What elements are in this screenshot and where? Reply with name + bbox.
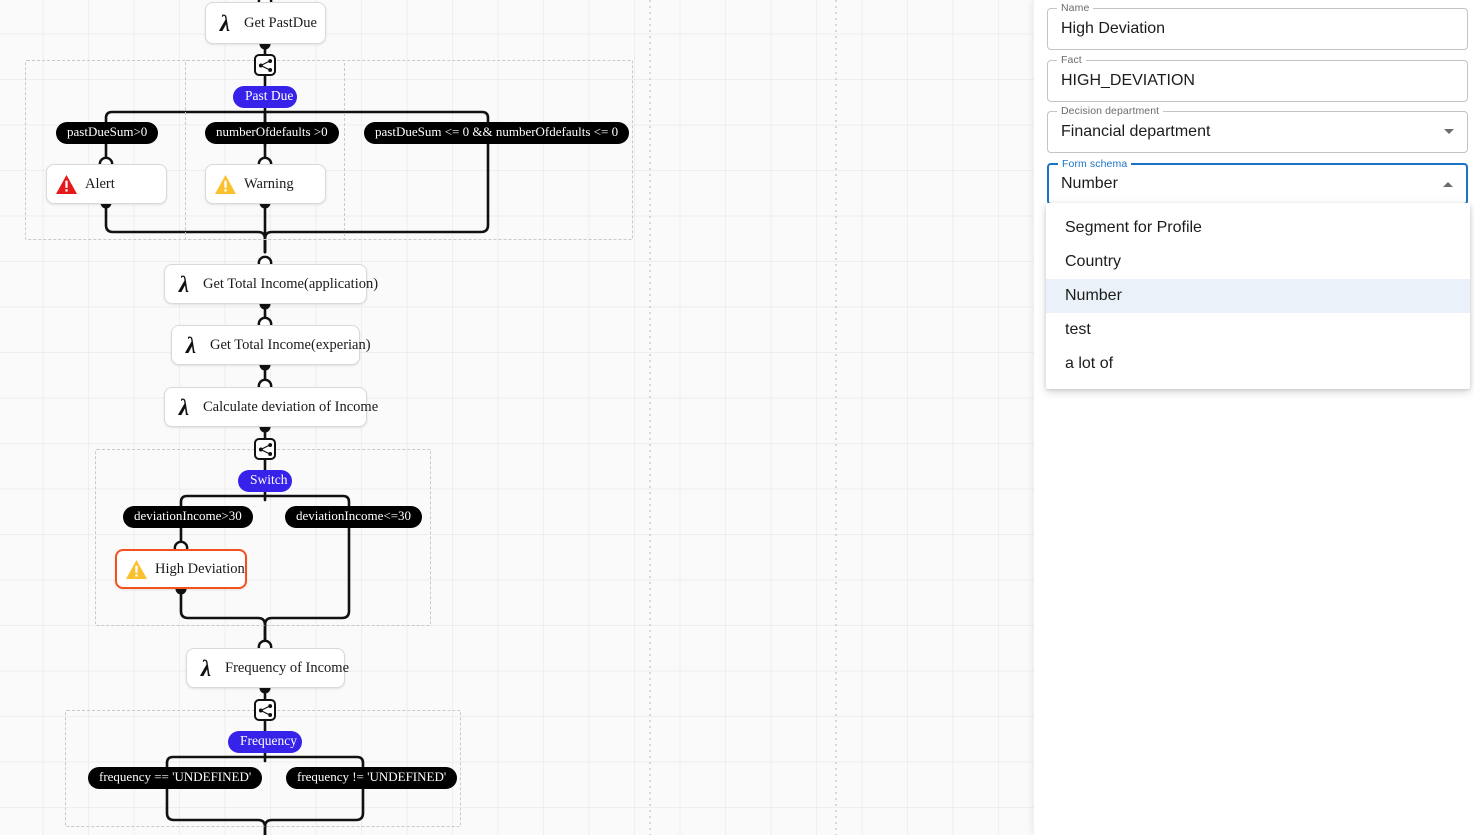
switch-pill-label: Frequency <box>240 733 297 748</box>
dropdown-option[interactable]: Country <box>1046 245 1470 279</box>
share-branch-icon <box>258 58 272 72</box>
chevron-up-icon[interactable] <box>1443 182 1453 187</box>
condition-chip[interactable]: numberOfdefaults >0 <box>205 122 339 144</box>
form-schema-select[interactable]: Form schema Number <box>1047 158 1468 205</box>
condition-chip[interactable]: deviationIncome>30 <box>123 506 253 528</box>
switch-pill-label: Past Due <box>245 88 294 103</box>
node-get-pastdue[interactable]: λ Get PastDue <box>205 2 326 44</box>
node-label: Warning <box>244 175 294 192</box>
switch-pill-past-due[interactable]: Past Due <box>233 86 297 108</box>
lambda-icon: λ <box>185 332 197 358</box>
condition-chip[interactable]: pastDueSum>0 <box>56 122 159 144</box>
dropdown-option-label: Number <box>1065 287 1122 304</box>
node-high-deviation[interactable]: High Deviation <box>115 549 247 589</box>
dropdown-option[interactable]: a lot of <box>1046 347 1470 381</box>
name-field-label: Name <box>1057 2 1094 14</box>
condition-label: numberOfdefaults >0 <box>216 124 328 139</box>
condition-label: frequency == 'UNDEFINED' <box>99 769 252 784</box>
decision-department-select[interactable]: Decision department Financial department <box>1047 105 1468 153</box>
dropdown-option-label: Segment for Profile <box>1065 219 1202 236</box>
node-label: Get Total Income(application) <box>203 275 379 292</box>
condition-chip[interactable]: deviationIncome<=30 <box>285 506 423 528</box>
node-alert[interactable]: Alert <box>46 164 167 204</box>
form-schema-label: Form schema <box>1058 158 1132 170</box>
share-branch-icon <box>258 703 272 717</box>
dropdown-option-label: test <box>1065 321 1091 338</box>
chevron-down-icon[interactable] <box>1444 129 1454 134</box>
condition-chip[interactable]: pastDueSum <= 0 && numberOfdefaults <= 0 <box>364 122 630 144</box>
name-field[interactable]: Name High Deviation <box>1047 2 1468 50</box>
node-get-total-income-application[interactable]: λ Get Total Income(application) <box>164 264 378 304</box>
branch-icon[interactable] <box>254 54 276 76</box>
warning-icon <box>117 559 155 580</box>
lambda-icon: λ <box>178 271 190 297</box>
condition-chip[interactable]: frequency == 'UNDEFINED' <box>88 767 263 789</box>
dropdown-option-label: Country <box>1065 253 1122 270</box>
condition-label: frequency != 'UNDEFINED' <box>297 769 447 784</box>
lambda-icon: λ <box>200 655 212 681</box>
switch-pill-switch[interactable]: Switch <box>238 470 292 492</box>
condition-label: deviationIncome>30 <box>134 508 242 523</box>
node-calculate-deviation-of-income[interactable]: λ Calculate deviation of Income <box>164 387 378 427</box>
warning-icon <box>206 174 244 195</box>
node-label: Get PastDue <box>244 14 317 31</box>
properties-panel: Name High Deviation Fact HIGH_DEVIATION … <box>1034 0 1474 835</box>
node-label: High Deviation <box>155 560 245 577</box>
form-schema-dropdown[interactable]: Segment for Profile Country Number test … <box>1046 203 1470 389</box>
lambda-icon: λ <box>219 10 231 36</box>
node-frequency-of-income[interactable]: λ Frequency of Income <box>186 648 349 688</box>
condition-label: pastDueSum <= 0 && numberOfdefaults <= 0 <box>375 124 619 139</box>
form-schema-value: Number <box>1061 175 1118 192</box>
lambda-icon: λ <box>178 394 190 420</box>
node-label: Calculate deviation of Income <box>203 398 379 415</box>
switch-pill-label: Switch <box>250 472 288 487</box>
condition-chip[interactable]: frequency != 'UNDEFINED' <box>286 767 458 789</box>
share-branch-icon <box>258 442 272 456</box>
node-label: Get Total Income(experian) <box>210 336 371 353</box>
decision-department-label: Decision department <box>1057 105 1164 117</box>
node-label: Alert <box>85 175 115 192</box>
fact-field-value: HIGH_DEVIATION <box>1061 72 1195 89</box>
dropdown-option-label: a lot of <box>1065 355 1114 372</box>
name-field-value: High Deviation <box>1061 20 1166 37</box>
branch-icon[interactable] <box>254 438 276 460</box>
switch-pill-frequency[interactable]: Frequency <box>228 731 302 753</box>
node-get-total-income-experian[interactable]: λ Get Total Income(experian) <box>171 325 371 365</box>
condition-label: deviationIncome<=30 <box>296 508 412 523</box>
dropdown-option[interactable]: test <box>1046 313 1470 347</box>
dropdown-option-selected[interactable]: Number <box>1046 279 1470 313</box>
branch-icon[interactable] <box>254 699 276 721</box>
dropdown-option[interactable]: Segment for Profile <box>1046 211 1470 245</box>
fact-field-label: Fact <box>1057 54 1086 66</box>
flow-canvas[interactable]: Past Due Switch Frequency pastDueSum>0 n… <box>0 0 1034 835</box>
node-warning[interactable]: Warning <box>205 164 326 204</box>
fact-field[interactable]: Fact HIGH_DEVIATION <box>1047 54 1468 102</box>
alert-icon <box>47 174 85 195</box>
condition-label: pastDueSum>0 <box>67 124 148 139</box>
node-label: Frequency of Income <box>225 659 350 676</box>
decision-department-value: Financial department <box>1061 123 1211 140</box>
